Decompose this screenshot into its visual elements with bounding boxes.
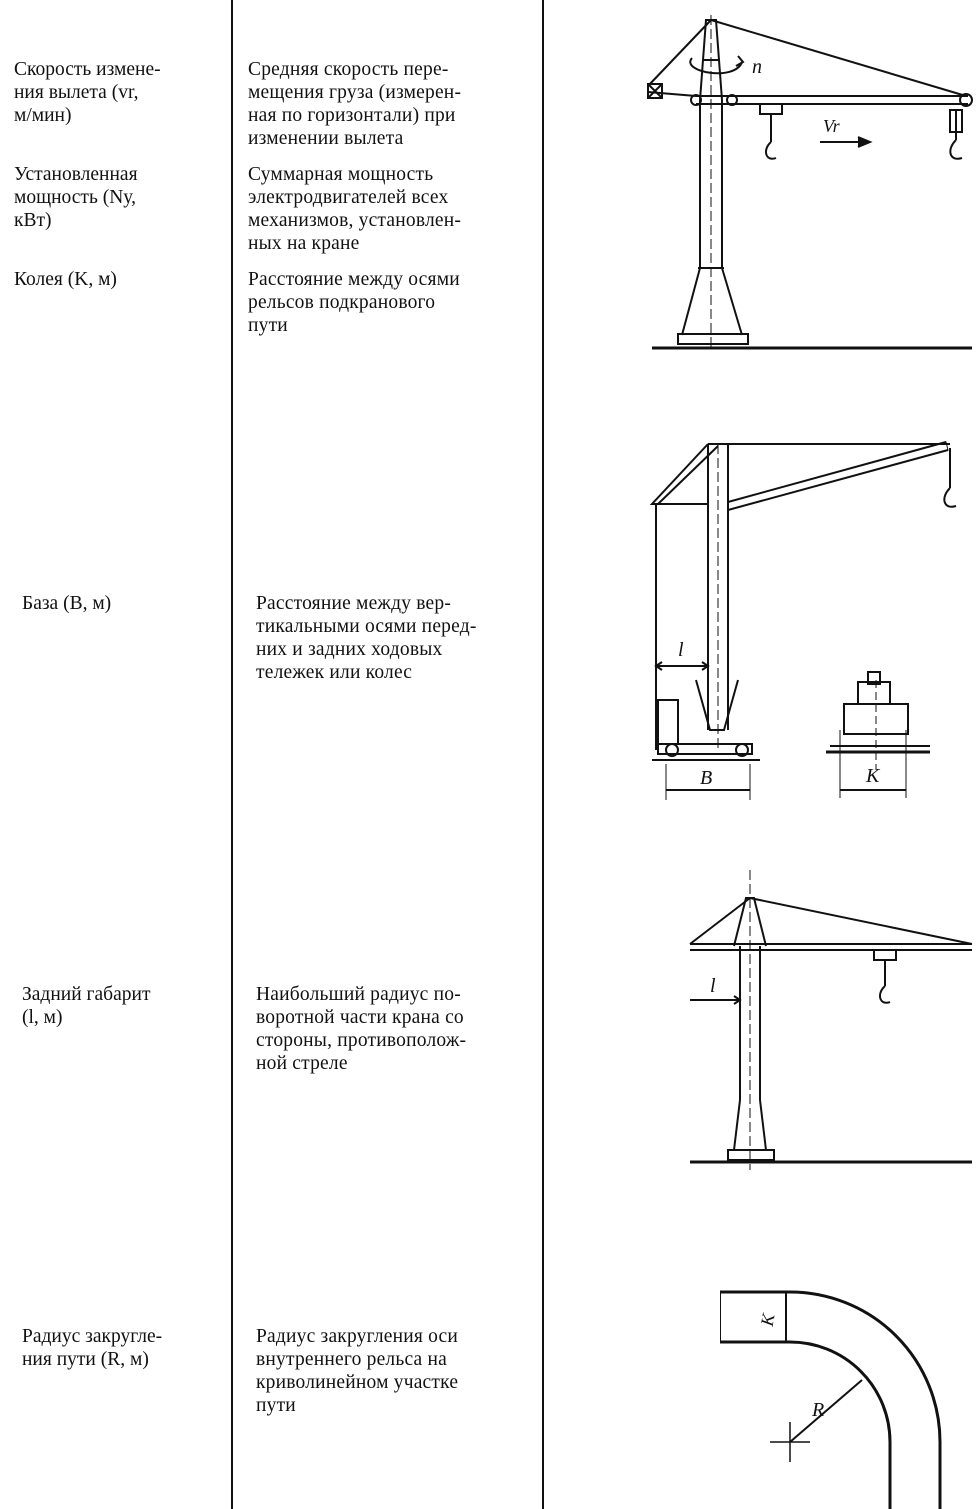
definition-line: мещения груза (измерен- [248,82,462,103]
term-cell: Установленная мощность (Nу, кВт) [14,163,224,232]
definition-line: тележек или колес [256,662,413,683]
track-label: K [865,765,881,787]
tower-crane-trolley-figure: n Vr [647,15,973,350]
term-cell: Скорость изме­не- ния вылета (vr, м/мин) [14,58,224,127]
definition-line: Суммарная мощность [248,164,434,185]
column-divider-right [542,0,544,1509]
term-cell: Радиус закругле- ния пути (R, м) [22,1325,232,1371]
definition-line: рельсов подкранового [248,292,436,313]
definition-line: электродвигателей всех [248,187,449,208]
rear-clearance-label: l [678,639,684,661]
base-label: B [700,767,712,789]
term-cell: Колея (K, м) [14,268,224,291]
definition-cell: Наибольший радиус по- воротной части кра… [256,983,532,1075]
definition-line: ная по горизонтали) при [248,105,456,126]
definition-cell: Средняя скорость пере- мещения груза (из… [248,58,532,150]
term-line: Колея (K, м) [14,269,117,290]
term-line: (l, м) [22,1007,63,1028]
trolley-speed-label: Vr [823,116,841,136]
term-line: мощность (Nу, [14,187,136,208]
term-line: ния вылета (vr, [14,82,139,103]
term-line: Скорость изме­не- [14,59,161,80]
definition-line: Расстояние между осями [248,269,460,290]
definition-cell: Расстояние между вер- тикальными осями п… [256,592,532,684]
definition-line: криволинейном участке [256,1372,459,1393]
definition-line: изменении вылета [248,128,404,149]
definition-line: воротной части крана со [256,1007,464,1028]
definition-line: Радиус закругления оси [256,1326,459,1347]
definition-line: пути [256,1395,296,1416]
definition-line: стороны, противополож- [256,1030,467,1051]
term-line: Установленная [14,164,138,185]
term-cell: Задний габарит (l, м) [22,983,232,1029]
term-line: Задний габарит [22,984,151,1005]
term-line: ния пути (R, м) [22,1349,149,1370]
term-line: База (B, м) [22,593,112,614]
track-curve-figure: K R [720,1290,942,1509]
crane-base-track-figure: l B K [649,441,957,800]
definition-line: ной стреле [256,1053,348,1074]
definition-line: них и задних ходовых [256,639,443,660]
definition-line: Наибольший радиус по- [256,984,461,1005]
definition-cell: Расстояние между осями рельсов подкранов… [248,268,532,337]
definition-line: ных на кране [248,233,360,254]
term-line: кВт) [14,210,52,231]
definition-cell: Радиус закругления оси внутреннего рельс… [256,1325,532,1417]
track-width-label: K [757,1311,779,1328]
rotation-label: n [752,56,762,78]
definition-cell: Суммарная мощность электродвигателей все… [248,163,532,255]
term-line: м/мин) [14,105,72,126]
definition-line: Средняя скорость пере- [248,59,449,80]
term-cell: База (B, м) [22,592,232,615]
term-line: Радиус закругле- [22,1326,163,1347]
definition-line: внутреннего рельса на [256,1349,447,1370]
definition-line: Расстояние между вер- [256,593,452,614]
tower-crane-rear-clearance-figure: l [689,870,973,1170]
definition-line: механизмов, установлен- [248,210,462,231]
definition-line: тикальными осями перед- [256,616,477,637]
column-divider-left [231,0,233,1509]
rear-clearance-label: l [710,975,716,997]
definition-line: пути [248,315,288,336]
radius-label: R [811,1399,824,1421]
